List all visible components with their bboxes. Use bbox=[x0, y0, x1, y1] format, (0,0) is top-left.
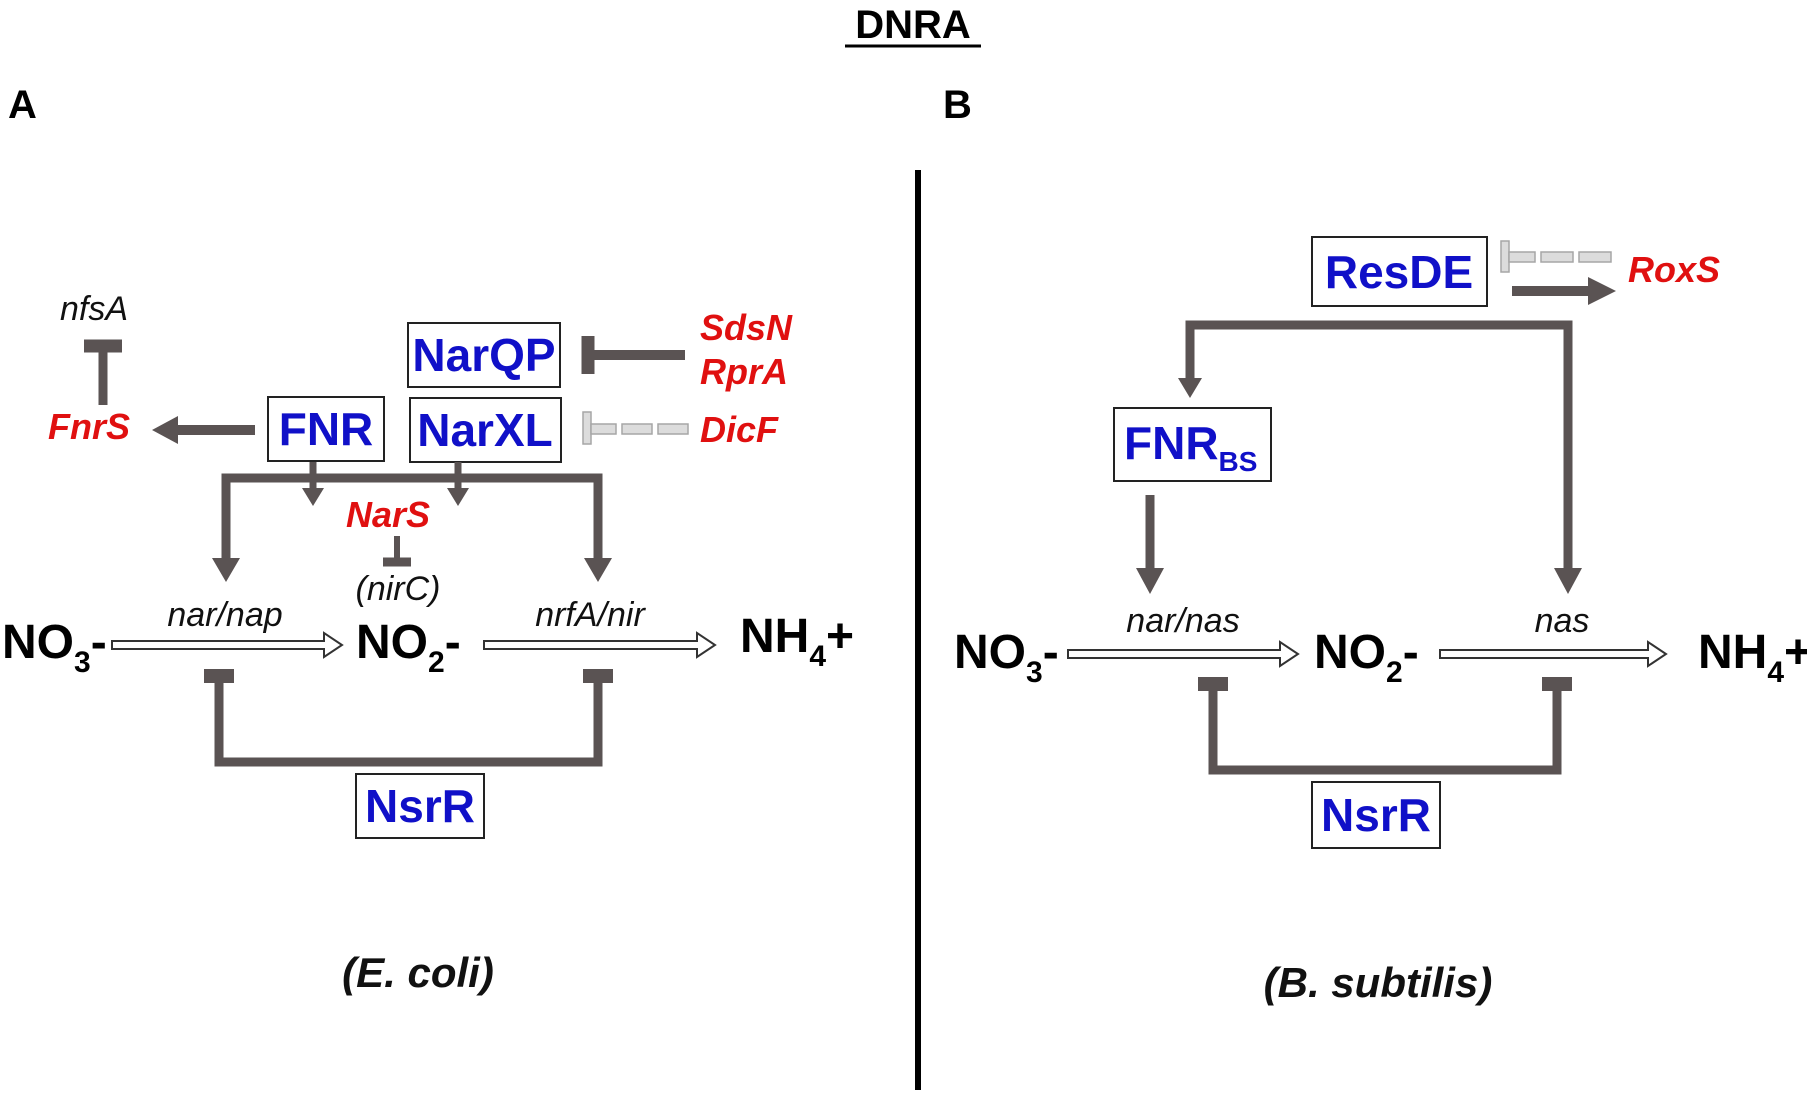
gene-nrfanir: nrfA/nir bbox=[535, 596, 646, 634]
nsrr-repression-bracket-b bbox=[1208, 688, 1562, 775]
narxl-nars-arrowhead bbox=[447, 488, 469, 506]
nh4-sub: 4 bbox=[809, 640, 826, 673]
activation-arrowhead-narnap bbox=[212, 558, 240, 582]
fnrbs-sub: BS bbox=[1219, 446, 1258, 477]
no2b-base: NO bbox=[1314, 626, 1386, 679]
gene-nas: nas bbox=[1535, 602, 1590, 640]
gene-nirc: (nirC) bbox=[356, 570, 441, 608]
compound-no3-a: NO3- bbox=[2, 616, 107, 679]
srna-rpra: RprA bbox=[700, 351, 788, 392]
no3b-suffix: - bbox=[1043, 626, 1059, 679]
fnr-box bbox=[267, 396, 385, 462]
no2b-suffix: - bbox=[1403, 626, 1419, 679]
compound-no3-b: NO3- bbox=[954, 626, 1059, 689]
regulator-fnr: FNR bbox=[279, 403, 374, 455]
regulator-resde: ResDE bbox=[1325, 246, 1473, 298]
fnr-fnrs-arrowhead bbox=[152, 416, 178, 444]
dicf-narxl-inhibition bbox=[582, 411, 689, 445]
narqp-box bbox=[407, 322, 561, 388]
gene-narnas: nar/nas bbox=[1126, 602, 1239, 640]
srna-nars: NarS bbox=[346, 494, 430, 535]
srna-fnrs: FnrS bbox=[48, 406, 130, 447]
fnr-nars-arrowhead bbox=[302, 488, 324, 506]
no2-sub: 2 bbox=[428, 646, 445, 679]
resde-box bbox=[1311, 236, 1488, 307]
panel-b-label: B bbox=[943, 83, 972, 127]
compound-nh4-a: NH4+ bbox=[740, 610, 854, 673]
nh4b-sub: 4 bbox=[1767, 656, 1784, 689]
activation-bracket bbox=[221, 473, 603, 560]
resde-roxs-arrowhead bbox=[1588, 277, 1616, 305]
no3-sub: 3 bbox=[74, 646, 91, 679]
diagram-title: DNRA bbox=[855, 3, 971, 47]
fnrbs-box bbox=[1113, 407, 1272, 482]
organism-ecoli: (E. coli) bbox=[342, 949, 494, 996]
panel-b: B ResDE RoxS FNRBS NO3- NO2- NH4+ na bbox=[943, 83, 1807, 1006]
panel-a: A nfsA FnrS NarQP FNR NarXL SdsN RprA Di… bbox=[2, 83, 854, 996]
no2-suffix: - bbox=[445, 616, 461, 669]
no3b-sub: 3 bbox=[1026, 656, 1043, 689]
panel-a-label: A bbox=[8, 83, 37, 127]
roxs-resde-inhibition bbox=[1500, 240, 1612, 273]
nh4-suffix: + bbox=[826, 610, 854, 663]
flow-arrow-no2-nh4-a bbox=[483, 631, 717, 659]
fnrbs-base: FNR bbox=[1124, 417, 1219, 469]
compound-nh4-b: NH4+ bbox=[1698, 626, 1807, 689]
no2-base: NO bbox=[356, 616, 428, 669]
no3-base: NO bbox=[2, 616, 74, 669]
activation-arrowhead-nrfanir bbox=[584, 558, 612, 582]
flow-arrow-no3-no2-a bbox=[111, 631, 344, 659]
nsrr-box-b bbox=[1311, 781, 1441, 849]
compound-no2-b: NO2- bbox=[1314, 626, 1419, 689]
regulator-nsrr-a: NsrR bbox=[365, 780, 475, 832]
narxl-box bbox=[409, 397, 562, 463]
nh4b-base: NH bbox=[1698, 626, 1767, 679]
resde-fnrbs-arrowhead bbox=[1178, 378, 1202, 398]
gene-nfsa: nfsA bbox=[60, 290, 128, 328]
srna-roxs: RoxS bbox=[1628, 249, 1720, 290]
fnrbs-narnas-arrowhead bbox=[1136, 568, 1164, 594]
nsrr-box-a bbox=[355, 773, 485, 839]
gene-narnap: nar/nap bbox=[167, 596, 282, 634]
flow-arrow-no3-no2-b bbox=[1067, 640, 1300, 668]
srna-dicf: DicF bbox=[700, 409, 779, 450]
resde-bracket bbox=[1185, 320, 1573, 570]
regulator-narqp: NarQP bbox=[412, 329, 555, 381]
compound-no2-a: NO2- bbox=[356, 616, 461, 679]
srna-sdsn: SdsN bbox=[700, 307, 793, 348]
resde-nas-arrowhead bbox=[1554, 568, 1582, 594]
regulator-fnrbs: FNRBS bbox=[1124, 417, 1257, 477]
no3b-base: NO bbox=[954, 626, 1026, 679]
no3-suffix: - bbox=[91, 616, 107, 669]
organism-bsubtilis: (B. subtilis) bbox=[1264, 959, 1493, 1006]
nh4-base: NH bbox=[740, 610, 809, 663]
nsrr-repression-bracket bbox=[214, 680, 603, 767]
flow-arrow-no2-nh4-b bbox=[1439, 640, 1668, 668]
regulator-nsrr-b: NsrR bbox=[1321, 789, 1431, 841]
nh4b-suffix: + bbox=[1784, 626, 1807, 679]
no2b-sub: 2 bbox=[1386, 656, 1403, 689]
regulator-narxl: NarXL bbox=[417, 404, 552, 456]
